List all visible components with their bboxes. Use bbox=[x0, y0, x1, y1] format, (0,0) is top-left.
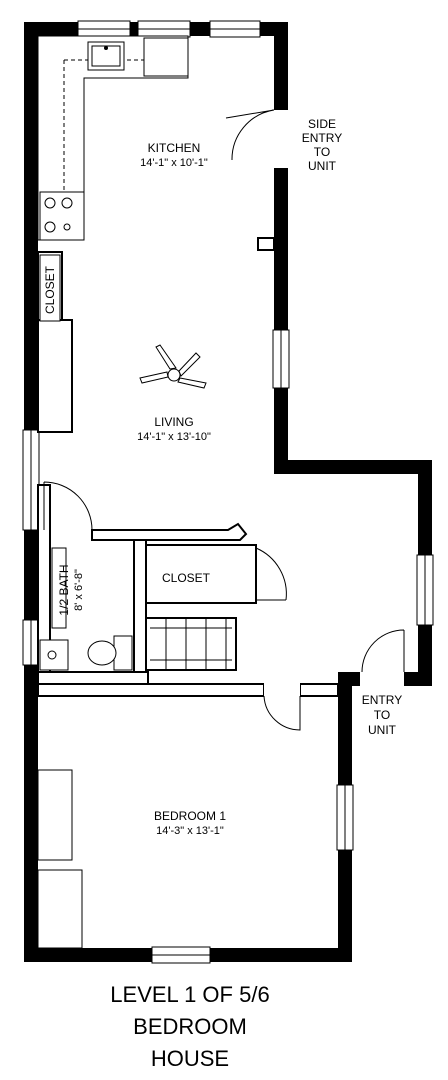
front-entry-line-1: ENTRY bbox=[362, 693, 402, 707]
stairs bbox=[150, 618, 232, 670]
front-entry-line-3: UNIT bbox=[368, 723, 397, 737]
living-dims: 14'-1" x 13'-10" bbox=[137, 431, 211, 443]
side-entry-door bbox=[225, 109, 275, 161]
bedroom-closet bbox=[37, 769, 83, 949]
bedroom-label: BEDROOM 1 bbox=[154, 809, 226, 823]
plan-title: LEVEL 1 OF 5/6 BEDROOM HOUSE bbox=[110, 982, 269, 1071]
bath-label: 1/2 BATH bbox=[57, 564, 71, 615]
bath-sink bbox=[39, 639, 69, 671]
bedroom-dims: 14'-3" x 13'-1" bbox=[156, 825, 224, 837]
toilet bbox=[87, 640, 117, 666]
kitchen-dims: 14'-1" x 10'-1" bbox=[140, 157, 208, 169]
closet-label: CLOSET bbox=[162, 571, 211, 585]
interior-walls bbox=[37, 237, 339, 697]
refrigerator bbox=[143, 37, 189, 77]
side-entry-line-2: ENTRY bbox=[302, 131, 342, 145]
bath-fixtures bbox=[39, 547, 133, 671]
ceiling-fan bbox=[139, 344, 207, 389]
front-entry-door bbox=[361, 629, 405, 673]
title-line-3: HOUSE bbox=[151, 1046, 229, 1071]
front-entry-label: ENTRY TO UNIT bbox=[362, 693, 402, 737]
front-entry-opening bbox=[360, 632, 404, 688]
closet-door bbox=[255, 547, 287, 601]
bath-dims: 8' x 6'-8" bbox=[73, 569, 85, 611]
title-line-1: LEVEL 1 OF 5/6 bbox=[110, 982, 269, 1007]
side-entry-label: SIDE ENTRY TO UNIT bbox=[302, 117, 342, 173]
side-entry-line-4: UNIT bbox=[308, 159, 337, 173]
closet-kitchen-label: CLOSET bbox=[43, 265, 57, 314]
title-line-2: BEDROOM bbox=[133, 1014, 247, 1039]
bath-door bbox=[43, 481, 93, 531]
side-entry-line-1: SIDE bbox=[308, 117, 336, 131]
living-label: LIVING bbox=[154, 415, 193, 429]
kitchen-label: KITCHEN bbox=[148, 141, 201, 155]
stove bbox=[39, 191, 85, 241]
kitchen-cabinets bbox=[37, 35, 189, 241]
side-entry-opening bbox=[272, 110, 290, 168]
front-entry-line-2: TO bbox=[374, 708, 390, 722]
kitchen-closet-box bbox=[39, 254, 61, 322]
windows bbox=[22, 20, 434, 964]
side-entry-line-3: TO bbox=[314, 145, 330, 159]
bedroom-door bbox=[263, 695, 301, 731]
toilet-tank bbox=[113, 635, 133, 671]
exterior-wall bbox=[24, 22, 432, 962]
